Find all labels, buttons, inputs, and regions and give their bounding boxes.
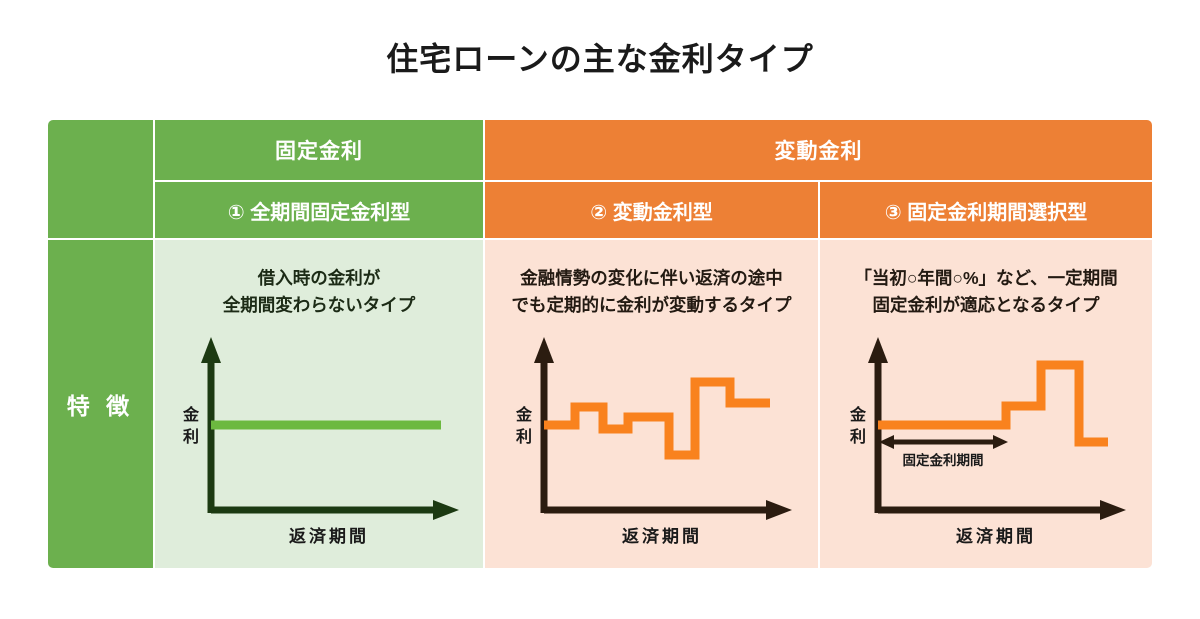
chart-svg-1: 金 利 返済期間 — [182, 337, 459, 546]
description-fixed-period-select: 「当初○年間○%」など、一定期間 固定金利が適応となるタイプ — [854, 268, 1118, 316]
page-title: 住宅ローンの主な金利タイプ — [386, 41, 814, 77]
x-axis-arrowhead — [433, 500, 459, 521]
y-axis-arrowhead — [533, 337, 554, 364]
column-header-variable-rate: ② 変動金利型 — [483, 180, 818, 238]
chart-fixed-period-select: 固定金利期間 金 利 返済期間 — [836, 325, 1136, 555]
x-axis-label: 返済期間 — [622, 526, 702, 546]
y-axis-label-line2: 利 — [850, 427, 866, 446]
x-axis-label: 返済期間 — [289, 526, 369, 546]
fixed-period-annotation-label: 固定金利期間 — [903, 452, 984, 468]
row-label-features: 特 徴 — [48, 238, 153, 568]
chart-svg-2: 金 利 返済期間 — [514, 337, 792, 546]
group-header-fixed: 固定金利 — [153, 120, 483, 180]
cell-fixed-period-select: 「当初○年間○%」など、一定期間 固定金利が適応となるタイプ 固定金利期間 金 … — [818, 238, 1152, 568]
y-axis-label-line1: 金 — [182, 405, 200, 424]
description-variable-rate: 金融情勢の変化に伴い返済の途中 でも定期的に金利が変動するタイプ — [511, 268, 792, 316]
y-axis-label-line2: 利 — [515, 427, 531, 446]
y-axis-label-line1: 金 — [849, 405, 867, 424]
x-axis-label: 返済期間 — [956, 526, 1036, 546]
y-axis-arrowhead — [868, 337, 888, 364]
description-all-period-fixed: 借入時の金利が 全期間変わらないタイプ — [222, 268, 416, 316]
chart-variable-rate: 金 利 返済期間 — [502, 325, 802, 555]
column-header-all-period-fixed: ① 全期間固定金利型 — [153, 180, 483, 238]
fixed-period-arrow-left — [879, 435, 894, 450]
chart-svg-3: 固定金利期間 金 利 返済期間 — [849, 337, 1126, 546]
cell-all-period-fixed: 借入時の金利が 全期間変わらないタイプ 金 利 返済期間 — [153, 238, 483, 568]
chart-all-period-fixed: 金 利 返済期間 — [169, 325, 469, 555]
column-header-fixed-period-select: ③ 固定金利期間選択型 — [818, 180, 1152, 238]
x-axis-arrowhead — [1100, 500, 1126, 521]
y-axis-arrowhead — [201, 337, 221, 364]
table-corner-blank — [48, 120, 153, 238]
rate-type-table: 固定金利 変動金利 ① 全期間固定金利型 ② 変動金利型 ③ 固定金利期間選択型… — [48, 120, 1152, 568]
rate-line-3 — [878, 360, 1108, 447]
x-axis-arrowhead — [765, 500, 792, 521]
y-axis-label-line1: 金 — [514, 405, 532, 424]
fixed-period-arrow-right — [993, 435, 1008, 450]
rate-line-2 — [543, 377, 770, 460]
cell-variable-rate: 金融情勢の変化に伴い返済の途中 でも定期的に金利が変動するタイプ 金 利 返済期… — [483, 238, 818, 568]
group-header-variable: 変動金利 — [483, 120, 1152, 180]
y-axis-label-line2: 利 — [183, 427, 199, 446]
